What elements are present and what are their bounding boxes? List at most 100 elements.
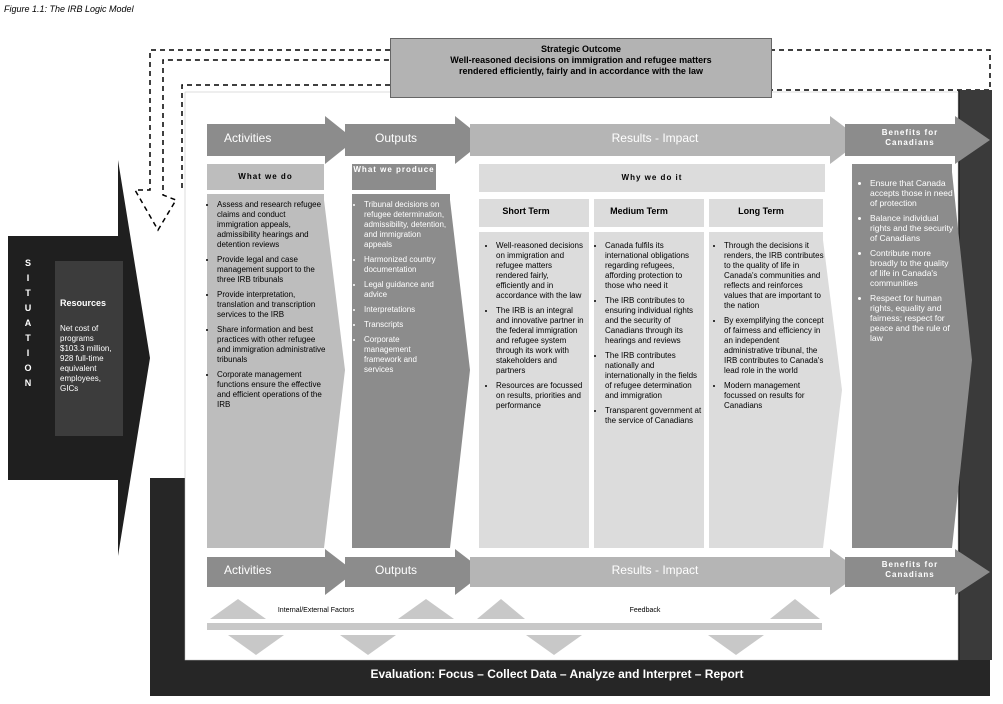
situation-label: S I T U A T I O N — [22, 256, 34, 391]
list-item: Contribute more broadly to the quality o… — [870, 248, 954, 288]
benefits-top-label: Benefits for Canadians — [881, 128, 939, 147]
list-item: Ensure that Canada accepts those in need… — [870, 178, 954, 208]
activities-list: Assess and research refugee claims and c… — [205, 200, 327, 415]
results-bottom-label: Results - Impact — [611, 563, 699, 577]
list-item: Resources are focussed on results, prior… — [496, 381, 584, 411]
dashed-inner-loop — [181, 84, 390, 190]
resources-text-block: Resources Net cost of programs $103.3 mi… — [60, 298, 118, 394]
situation-letter: T — [25, 333, 31, 343]
results-top-label: Results - Impact — [611, 131, 699, 145]
down-triangle-3 — [526, 635, 582, 655]
down-triangle-4 — [708, 635, 764, 655]
resources-box — [55, 261, 123, 436]
factors-label: Internal/External Factors — [277, 607, 355, 614]
list-item: Transcripts — [364, 320, 448, 330]
long-term-list: Through the decisions it renders, the IR… — [712, 241, 824, 416]
list-item: The IRB contributes to ensuring individu… — [605, 296, 703, 346]
factors-triangle-left — [210, 599, 266, 619]
list-item: Tribunal decisions on refugee determinat… — [364, 200, 448, 250]
short-term-header — [479, 199, 589, 227]
dashed-outer-loop — [133, 49, 390, 232]
factors-triangle-right — [398, 599, 454, 619]
medium-term-header — [594, 199, 704, 227]
feedback-triangle-left — [477, 599, 525, 619]
list-item: Corporate management framework and servi… — [364, 335, 448, 375]
outputs-header-bar — [352, 164, 436, 190]
situation-letter: U — [24, 303, 32, 313]
short-term-list: Well-reasoned decisions on immigration a… — [484, 241, 584, 416]
arrow-activities-top — [207, 116, 355, 164]
list-item: Provide legal and case management suppor… — [217, 255, 327, 285]
outputs-column — [352, 194, 470, 548]
dashed-right-loop — [770, 49, 991, 91]
resources-text: Net cost of programs $103.3 million, 928… — [60, 324, 112, 393]
down-triangle-1 — [228, 635, 284, 655]
activities-bottom-label: Activities — [224, 563, 272, 577]
list-item: Share information and best practices wit… — [217, 325, 327, 365]
arrow-outputs-top — [345, 116, 485, 164]
outputs-bottom-label: Outputs — [375, 563, 418, 577]
benefits-bottom-label: Benefits for Canadians — [881, 560, 939, 579]
arrow-results-top — [470, 116, 862, 164]
activities-top-label: Activities — [224, 131, 272, 145]
situation-letter: I — [26, 273, 30, 283]
list-item: Modern management focussed on results fo… — [724, 381, 824, 411]
feedback-bar — [207, 623, 822, 630]
arrow-results-bottom — [470, 549, 862, 595]
arrow-benefits-top — [845, 116, 990, 164]
strategic-outcome-box: Strategic Outcome Well-reasoned decision… — [390, 38, 772, 98]
results-header-bar — [479, 164, 825, 192]
list-item: The IRB is an integral and innovative pa… — [496, 306, 584, 376]
arrow-outputs-bottom — [345, 549, 485, 595]
figure-title: Figure 1.1: The IRB Logic Model — [4, 4, 134, 14]
short-term-column — [479, 232, 589, 548]
arrow-benefits-bottom — [845, 549, 990, 595]
strategic-outcome-line2: rendered efficiently, fairly and in acco… — [459, 66, 703, 76]
list-item: Through the decisions it renders, the IR… — [724, 241, 824, 311]
evaluation-label: Evaluation: Focus – Collect Data – Analy… — [370, 667, 744, 681]
long-term-label: Long Term — [738, 206, 784, 216]
list-item: Well-reasoned decisions on immigration a… — [496, 241, 584, 301]
situation-letter: O — [24, 363, 32, 373]
strategic-outcome-line1: Well-reasoned decisions on immigration a… — [450, 55, 712, 65]
list-item: The IRB contributes nationally and inter… — [605, 351, 703, 401]
medium-term-column — [594, 232, 704, 548]
arrow-activities-bottom — [207, 549, 355, 595]
situation-letter: N — [24, 378, 32, 388]
list-item: Transparent government at the service of… — [605, 406, 703, 426]
activities-header-bar — [207, 164, 324, 190]
feedback-triangle-right — [770, 599, 820, 619]
outputs-top-label: Outputs — [375, 131, 418, 145]
down-triangle-2 — [340, 635, 396, 655]
outputs-list: Tribunal decisions on refugee determinat… — [352, 200, 448, 380]
benefits-list: Ensure that Canada accepts those in need… — [858, 178, 954, 348]
situation-letter: A — [24, 318, 32, 328]
medium-term-list: Canada fulfils its international obligat… — [593, 241, 703, 431]
list-item: Balance individual rights and the securi… — [870, 213, 954, 243]
benefits-column — [852, 164, 972, 548]
list-item: Interpretations — [364, 305, 448, 315]
short-term-label: Short Term — [502, 206, 550, 216]
medium-term-label: Medium Term — [610, 206, 668, 216]
what-we-do-header: What we do — [238, 172, 293, 181]
list-item: Respect for human rights, equality and f… — [870, 293, 954, 343]
list-item: Harmonized country documentation — [364, 255, 448, 275]
list-item: Provide interpretation, translation and … — [217, 290, 327, 320]
situation-letter: S — [24, 258, 31, 268]
list-item: Legal guidance and advice — [364, 280, 448, 300]
feedback-label: Feedback — [629, 607, 661, 614]
list-item: Corporate management functions ensure th… — [217, 370, 327, 410]
why-we-do-it-header: Why we do it — [621, 173, 683, 182]
strategic-outcome-heading: Strategic Outcome — [540, 44, 622, 54]
list-item: Assess and research refugee claims and c… — [217, 200, 327, 250]
long-term-column — [709, 232, 842, 548]
what-we-produce-header: What we produce — [353, 165, 435, 174]
list-item: By exemplifying the concept of fairness … — [724, 316, 824, 376]
activities-column — [207, 194, 345, 548]
resources-title: Resources — [60, 298, 107, 308]
list-item: Canada fulfils its international obligat… — [605, 241, 703, 291]
long-term-header — [709, 199, 823, 227]
situation-letter: T — [25, 288, 31, 298]
situation-letter: I — [26, 348, 30, 358]
